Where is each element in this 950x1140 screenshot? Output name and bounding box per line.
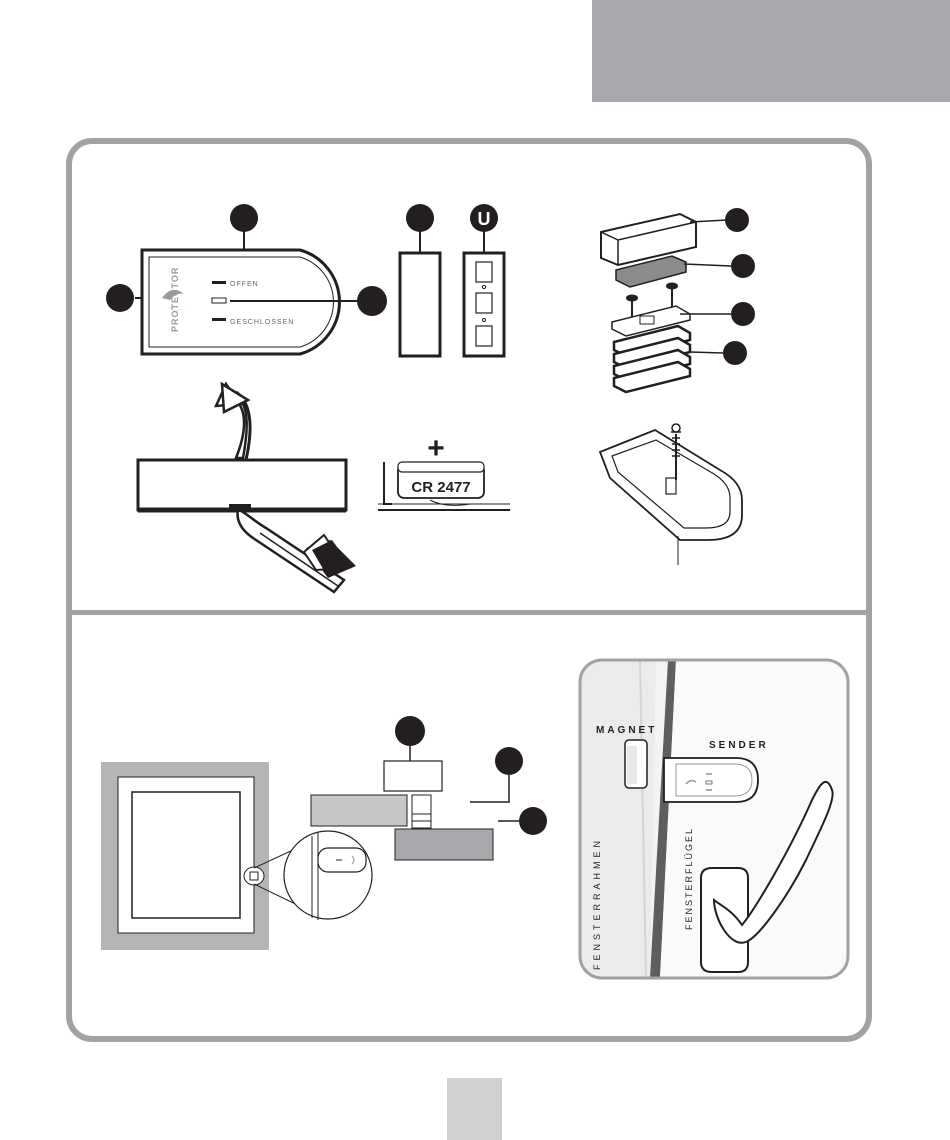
led-closed [212,318,226,321]
led-middle [212,298,226,303]
battery-type-label: CR 2477 [411,479,470,496]
label-open: OFFEN [230,281,259,288]
magnet-unit [400,204,440,356]
spacer-strip: U [464,204,504,356]
battery-plus: + [427,432,445,465]
base-housing [600,424,742,565]
window-illustration [101,762,372,950]
marker-badge-letter: U [478,209,491,229]
label-closed: GESCHLOSSEN [230,319,294,326]
brand-logo-text: PROTECTOR [170,267,180,332]
sender-label: SENDER [709,740,769,751]
open-cover-arrow [216,384,250,460]
screwdriver [238,510,356,592]
magnet-label: MAGNET [596,725,657,736]
installation-photo: MAGNET SENDER FENSTERRAHMEN FENSTERFLÜGE… [580,660,848,978]
frame-label: FENSTERRAHMEN [592,837,602,970]
closed-housing [138,460,346,510]
battery-illustration: + CR 2477 [378,432,510,510]
led-open [212,281,226,284]
sash-label: FENSTERFLÜGEL [684,827,694,930]
exploded-assembly [601,208,755,392]
